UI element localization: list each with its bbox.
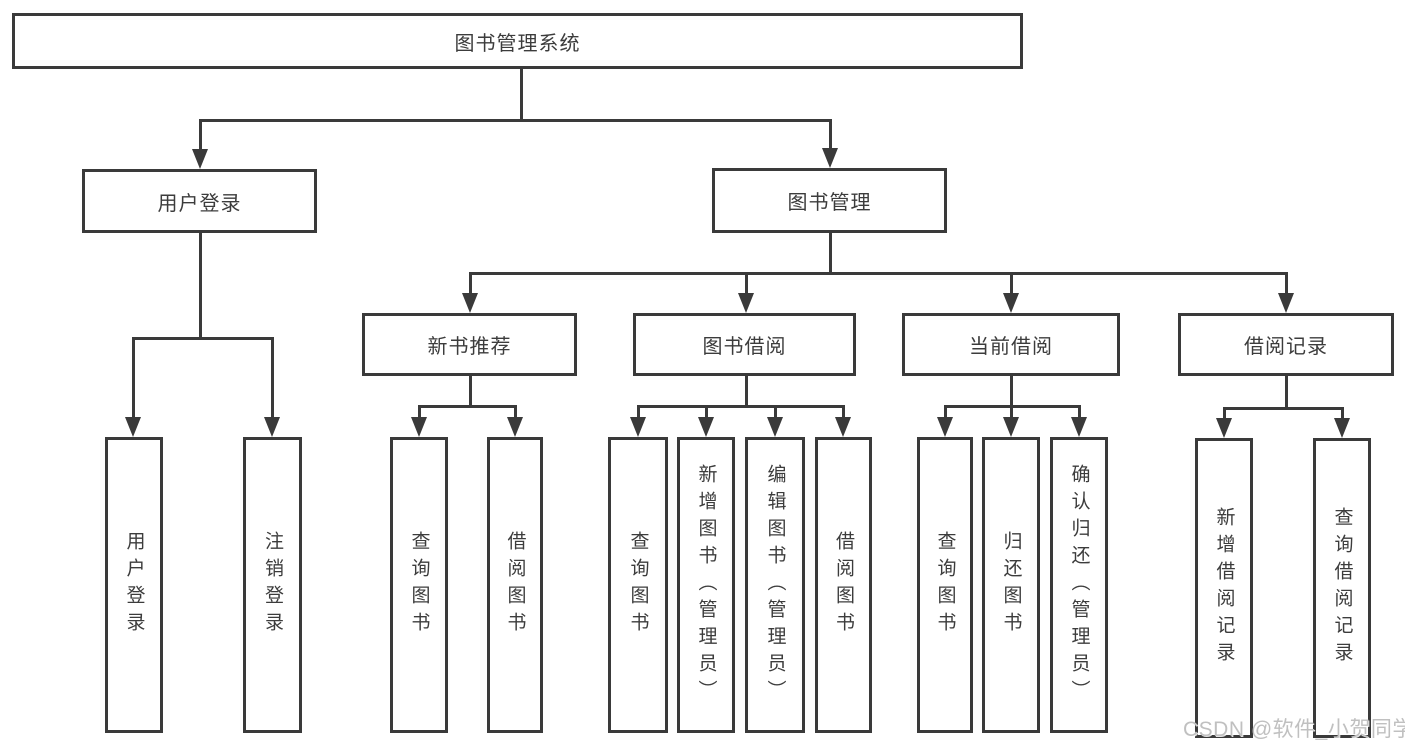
connector-line xyxy=(271,337,274,417)
connector-line xyxy=(1223,407,1226,418)
node-user-login: 用户登录 xyxy=(82,169,317,233)
connector-line xyxy=(199,119,832,122)
arrow-down-icon xyxy=(835,417,851,437)
connector-line xyxy=(1078,405,1081,417)
connector-line xyxy=(514,405,517,417)
arrow-down-icon xyxy=(822,148,838,168)
node-current-borrowing: 当前借阅 xyxy=(902,313,1120,376)
arrow-down-icon xyxy=(738,293,754,313)
connector-line xyxy=(829,119,832,150)
arrow-down-icon xyxy=(264,417,280,437)
leaf-user-login: 用户登录 xyxy=(105,437,163,733)
leaf-recommend-query-books: 查询图书 xyxy=(390,437,448,733)
arrow-down-icon xyxy=(507,417,523,437)
connector-line xyxy=(520,69,523,119)
connector-line xyxy=(842,405,845,417)
connector-line xyxy=(1010,272,1013,295)
connector-line xyxy=(745,376,748,407)
connector-line xyxy=(1285,376,1288,409)
arrow-down-icon xyxy=(462,293,478,313)
leaf-current-confirm-return-admin: 确认归还（管理员） xyxy=(1050,437,1108,733)
arrow-down-icon xyxy=(630,417,646,437)
leaf-records-add-borrow-record: 新增借阅记录 xyxy=(1195,438,1253,738)
arrow-down-icon xyxy=(125,417,141,437)
connector-line xyxy=(1341,407,1344,418)
arrow-down-icon xyxy=(411,417,427,437)
leaf-borrowing-add-books-admin: 新增图书（管理员） xyxy=(677,437,735,733)
arrow-down-icon xyxy=(937,417,953,437)
arrow-down-icon xyxy=(1003,293,1019,313)
connector-line xyxy=(637,405,845,408)
connector-line xyxy=(132,337,135,417)
connector-line xyxy=(1010,376,1013,407)
leaf-current-query-books: 查询图书 xyxy=(917,437,973,733)
arrow-down-icon xyxy=(1216,418,1232,438)
arrow-down-icon xyxy=(1278,293,1294,313)
connector-line xyxy=(1285,272,1288,295)
leaf-borrowing-borrow-books: 借阅图书 xyxy=(815,437,872,733)
node-borrow-records: 借阅记录 xyxy=(1178,313,1394,376)
connector-line xyxy=(132,337,274,340)
arrow-down-icon xyxy=(192,149,208,169)
connector-line xyxy=(705,405,708,417)
connector-line xyxy=(418,405,421,417)
connector-line xyxy=(1223,407,1344,410)
leaf-borrowing-query-books: 查询图书 xyxy=(608,437,668,733)
leaf-recommend-borrow-books: 借阅图书 xyxy=(487,437,543,733)
connector-line xyxy=(637,405,640,417)
arrow-down-icon xyxy=(767,417,783,437)
connector-line xyxy=(745,272,748,295)
arrow-down-icon xyxy=(698,417,714,437)
arrow-down-icon xyxy=(1003,417,1019,437)
csdn-watermark: CSDN @软件_小贺同学 xyxy=(1183,718,1405,741)
leaf-records-query-borrow-record: 查询借阅记录 xyxy=(1313,438,1371,738)
leaf-current-return-books: 归还图书 xyxy=(982,437,1040,733)
connector-line xyxy=(774,405,777,417)
connector-line xyxy=(944,405,947,417)
connector-line xyxy=(199,233,202,339)
node-book-borrowing: 图书借阅 xyxy=(633,313,856,376)
leaf-borrowing-edit-books-admin: 编辑图书（管理员） xyxy=(745,437,805,733)
leaf-logout: 注销登录 xyxy=(243,437,302,733)
connector-line xyxy=(199,119,202,151)
arrow-down-icon xyxy=(1334,418,1350,438)
connector-line xyxy=(469,272,1288,275)
connector-line xyxy=(1010,405,1013,417)
node-new-book-recommend: 新书推荐 xyxy=(362,313,577,376)
connector-line xyxy=(829,233,832,274)
node-book-management: 图书管理 xyxy=(712,168,947,233)
connector-line xyxy=(469,376,472,407)
connector-line xyxy=(469,272,472,295)
arrow-down-icon xyxy=(1071,417,1087,437)
node-library-management-system: 图书管理系统 xyxy=(12,13,1023,69)
connector-line xyxy=(418,405,517,408)
